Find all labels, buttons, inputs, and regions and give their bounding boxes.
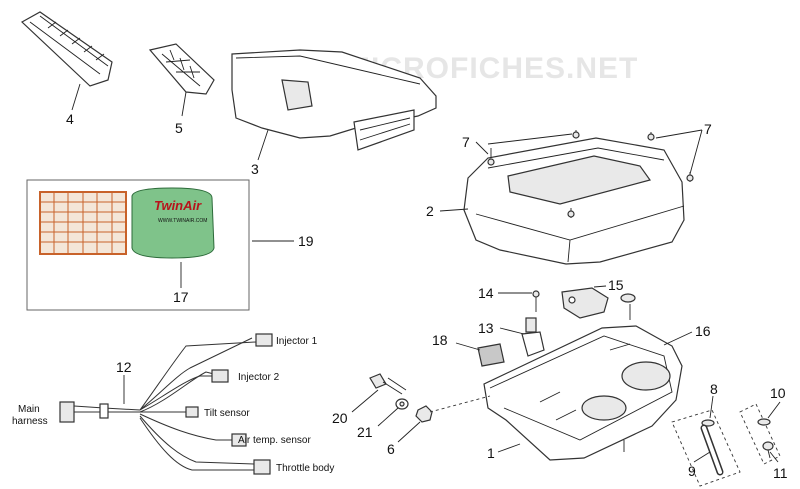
screw-part[interactable] (572, 130, 580, 139)
screw-part[interactable] (487, 148, 495, 166)
filter-cage-part[interactable] (39, 191, 127, 255)
twinair-url: WWW.TWINAIR.COM (158, 218, 207, 224)
leader-21 (377, 407, 399, 427)
tilt-sensor-part[interactable] (477, 343, 505, 367)
airbox-cover-part[interactable] (231, 49, 437, 151)
air-temp-sensor-label: Air temp. sensor (238, 435, 311, 446)
part-number-17: 17 (173, 289, 189, 305)
airbox-base-part[interactable] (483, 325, 683, 461)
part-number-6: 6 (387, 441, 395, 457)
drain-clamp-part[interactable] (757, 418, 771, 426)
leader-7a (475, 133, 573, 155)
part-number-3: 3 (251, 161, 259, 177)
leader-5 (181, 91, 187, 117)
part-number-16: 16 (695, 323, 711, 339)
part-number-21: 21 (357, 424, 373, 440)
part-number-20: 20 (332, 410, 348, 426)
airbox-housing-part[interactable] (463, 137, 685, 265)
leader-1 (497, 443, 521, 453)
screw-part[interactable] (686, 172, 694, 182)
leader-10 (767, 401, 781, 419)
part-number-10: 10 (770, 385, 786, 401)
breather-fitting-part[interactable] (369, 373, 407, 395)
part-number-15: 15 (608, 277, 624, 293)
assembly-line (429, 395, 491, 413)
part-number-14: 14 (478, 285, 494, 301)
clamp-part[interactable] (701, 419, 715, 427)
leader-3 (257, 129, 269, 161)
part-number-9: 9 (688, 463, 696, 479)
tilt-sensor-label: Tilt sensor (204, 408, 250, 419)
leader-11 (769, 451, 779, 463)
main-harness-label-line1: Main (18, 404, 40, 415)
part-number-12: 12 (116, 359, 132, 375)
part-number-18: 18 (432, 332, 448, 348)
throttle-body-label: Throttle body (276, 463, 334, 474)
plug-assembly-outline (739, 403, 781, 465)
part-number-4: 4 (66, 111, 74, 127)
leader-20 (351, 389, 379, 413)
leader-4 (71, 83, 81, 111)
foam-air-filter-part[interactable]: TwinAir WWW.TWINAIR.COM (131, 187, 215, 259)
screw-part[interactable] (567, 208, 575, 218)
drain-hose-part[interactable] (700, 424, 724, 476)
twinair-logo: TwinAir (154, 198, 202, 213)
air-temp-sensor-part[interactable] (521, 317, 545, 357)
wiring-harness-part[interactable] (59, 333, 273, 475)
leader-2 (439, 208, 469, 212)
sensor-screw-part[interactable] (532, 290, 540, 312)
leader-6 (397, 421, 421, 443)
leader-16 (663, 331, 693, 346)
leader-7b (655, 129, 703, 175)
screw-part[interactable] (647, 132, 655, 141)
intake-grille-part[interactable] (20, 11, 113, 87)
washer-part[interactable] (395, 398, 409, 410)
part-number-19: 19 (298, 233, 314, 249)
part-number-13: 13 (478, 320, 494, 336)
leader-18 (455, 342, 481, 351)
part-number-5: 5 (175, 120, 183, 136)
leader-15 (593, 285, 607, 288)
tilt-sensor-bracket-part[interactable] (561, 287, 609, 319)
intake-vent-part[interactable] (148, 43, 215, 95)
leader-8 (709, 395, 714, 419)
part-number-1: 1 (487, 445, 495, 461)
leader-9 (693, 451, 711, 463)
part-number-7a: 7 (462, 134, 470, 150)
part-number-7b: 7 (704, 121, 712, 137)
nut-part[interactable] (415, 405, 433, 423)
drain-plug-part[interactable] (762, 441, 774, 459)
part-number-8: 8 (710, 381, 718, 397)
hose-assembly-outline (671, 409, 741, 487)
leader-13 (499, 327, 525, 335)
injector-1-label: Injector 1 (276, 336, 318, 347)
part-number-2: 2 (426, 203, 434, 219)
injector-2-label: Injector 2 (238, 372, 280, 383)
grommet-part[interactable] (620, 293, 636, 320)
part-number-11: 11 (773, 465, 788, 481)
main-harness-label-line2: harness (12, 416, 48, 427)
